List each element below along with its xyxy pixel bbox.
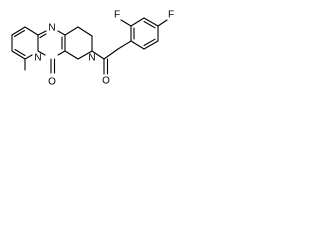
piperidine-ring (64, 26, 93, 60)
difluorophenyl-ring (120, 17, 168, 50)
bond (77, 50, 93, 60)
pyridine-ring (11, 26, 39, 71)
nitrogen-label-piperidine: N (88, 53, 95, 64)
oxygen-label-amide: O (102, 76, 110, 87)
bond (11, 26, 26, 36)
bond (91, 50, 105, 60)
bond (11, 50, 26, 60)
bond (143, 17, 159, 27)
fluorine-label-right: F (168, 10, 174, 21)
double-bond-inner (14, 48, 26, 57)
bond (117, 40, 132, 50)
bond (64, 50, 79, 60)
nitrogen-label-pyrimidine: N (48, 23, 55, 34)
bond (103, 48, 119, 60)
bond (57, 30, 66, 36)
double-bond-inner (143, 38, 156, 47)
bond (120, 19, 132, 27)
bond (130, 17, 145, 27)
fluorine-label-left: F (114, 10, 120, 21)
bond (157, 19, 168, 27)
double-bond-inner (13, 29, 26, 38)
acyl-linker (91, 40, 132, 75)
pyrimidinone-ring (37, 30, 66, 74)
bond (37, 30, 47, 36)
oxygen-label-ketone: O (48, 77, 56, 88)
double-bond-inner (143, 20, 156, 29)
bond (77, 26, 93, 37)
bond (64, 26, 79, 36)
bond (130, 40, 145, 50)
chemical-structure-diagram: F F N N N O O (11, 10, 174, 88)
bond (57, 50, 66, 56)
atom-labels: F F N N N O O (34, 10, 174, 88)
bond (24, 26, 39, 36)
bond (143, 40, 159, 50)
bond (24, 54, 33, 60)
nitrogen-label-bridgehead: N (34, 53, 41, 64)
bond (37, 50, 46, 56)
double-bond-inner (39, 33, 47, 39)
